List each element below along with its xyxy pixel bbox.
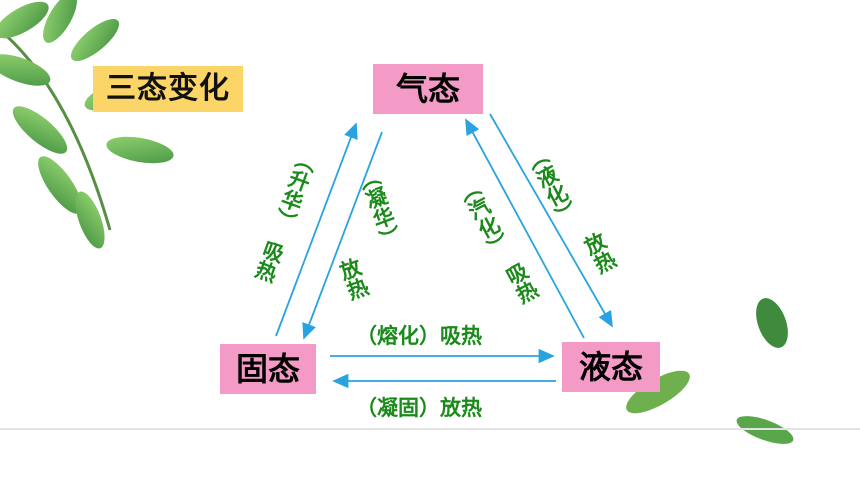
freezing-label: （凝固）放热 xyxy=(356,396,482,420)
sublimation-arrow xyxy=(275,122,358,337)
liquid-state-box: 液态 xyxy=(562,342,660,392)
gas-state-box: 气态 xyxy=(373,64,483,114)
vaporization-arrow xyxy=(465,118,585,339)
slide-title: 三态变化 xyxy=(93,66,243,112)
divider-line xyxy=(0,428,860,430)
leaf-icon xyxy=(626,298,794,444)
melting-label: （熔化）吸热 xyxy=(356,324,482,348)
liquefaction-arrow xyxy=(489,113,613,328)
deposition-arrow xyxy=(302,131,383,340)
solid-state-box: 固态 xyxy=(220,344,316,394)
